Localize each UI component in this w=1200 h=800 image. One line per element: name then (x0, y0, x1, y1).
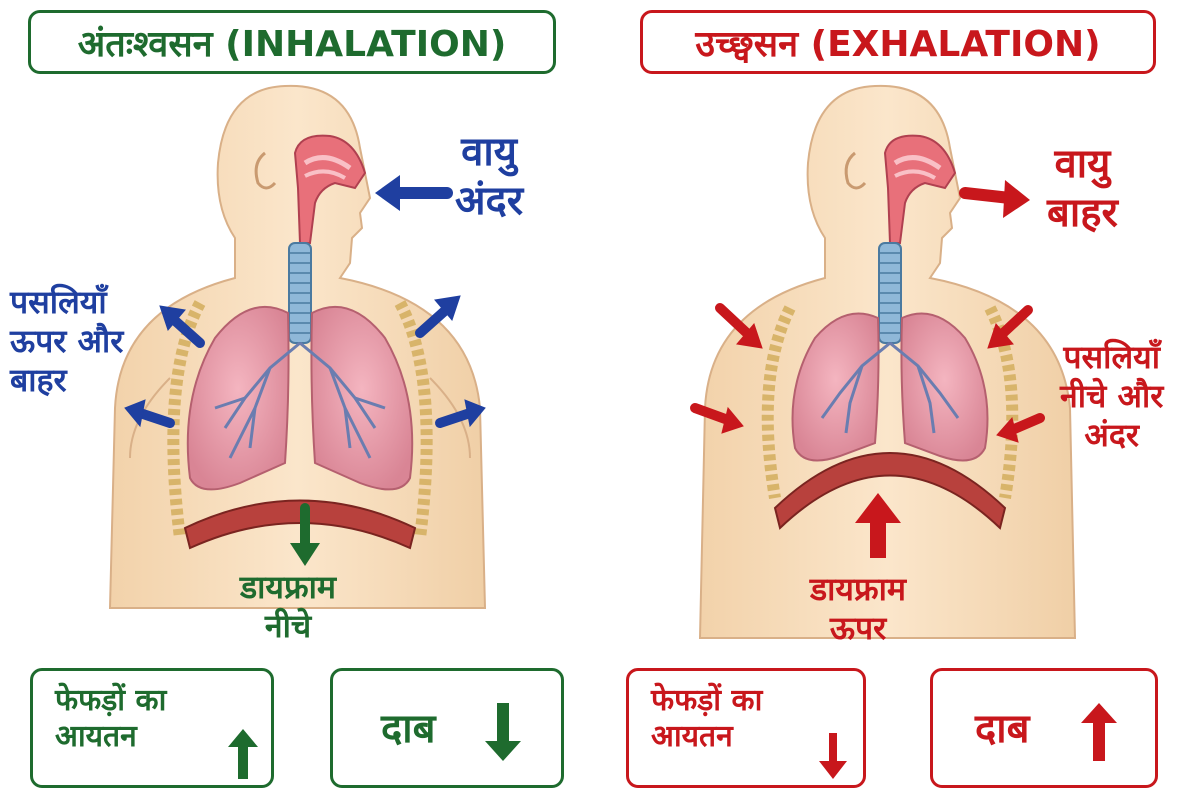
air-out-label: वायुबाहर (1047, 141, 1118, 236)
ribs-out-arrows (124, 295, 486, 428)
exhalation-lung-volume-box: फेफड़ों का आयतन (626, 668, 866, 788)
air-in-label: वायुअंदर (455, 129, 524, 224)
inhalation-lung-volume-box: फेफड़ों का आयतन (30, 668, 274, 788)
inhalation-pressure-box: दाब (330, 668, 564, 788)
up-arrow-icon (1081, 703, 1117, 761)
pressure-label: दाब (381, 706, 436, 752)
down-arrow-icon (485, 703, 521, 761)
lung-volume-label-2: आयतन (651, 719, 733, 754)
pressure-label: दाब (975, 706, 1030, 752)
up-arrow-icon (228, 729, 258, 779)
inhalation-torso-illustration (108, 84, 487, 609)
exhalation-title: उच्छ्वसन (EXHALATION) (640, 10, 1156, 74)
lung-volume-label-1: फेफड़ों का (651, 683, 763, 718)
down-arrow-icon (819, 733, 847, 779)
lung-volume-label-2: आयतन (55, 719, 137, 754)
exhalation-pressure-box: दाब (930, 668, 1158, 788)
lung-volume-label-1: फेफड़ों का (55, 683, 167, 718)
exhalation-torso-illustration (690, 84, 1077, 639)
inhalation-title: अंतःश्वसन (INHALATION) (28, 10, 556, 74)
